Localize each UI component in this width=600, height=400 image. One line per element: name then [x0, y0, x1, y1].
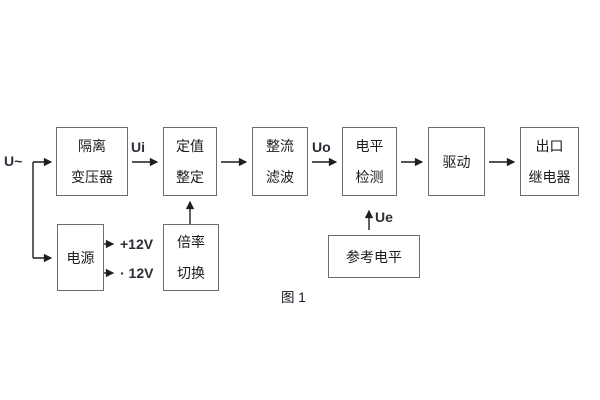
signal-label-ui: Ui — [131, 139, 145, 155]
block-label: 出口 — [535, 138, 564, 154]
block-label: 检测 — [355, 169, 384, 185]
signal-label-ue: Ue — [375, 209, 393, 225]
figure-caption: 图 1 — [281, 290, 306, 305]
block-label: 变压器 — [71, 169, 113, 185]
block-power-supply: 电源 — [57, 224, 104, 291]
block-reference-level: 参考电平 — [328, 235, 420, 278]
block-label: 整流 — [266, 138, 294, 154]
block-label: 整定 — [176, 169, 204, 185]
block-level-detect: 电平 检测 — [342, 127, 397, 196]
block-isolation-transformer: 隔离 变压器 — [56, 127, 128, 196]
block-driver: 驱动 — [428, 127, 485, 196]
block-label: 切换 — [177, 265, 205, 281]
block-ratio-switch: 倍率 切换 — [163, 224, 219, 291]
block-label: 驱动 — [442, 153, 471, 170]
block-label: 电源 — [66, 249, 95, 266]
signal-label-minus-12v: · 12V — [120, 265, 154, 281]
block-label: 电平 — [355, 138, 384, 154]
block-label: 继电器 — [528, 169, 571, 185]
block-value-setting: 定值 整定 — [163, 127, 217, 196]
block-label: 定值 — [176, 138, 204, 154]
signal-label-uo: Uo — [312, 139, 331, 155]
block-label: 参考电平 — [346, 248, 402, 265]
signal-label-input-voltage: U~ — [4, 153, 23, 169]
signal-label-plus-12v: +12V — [120, 236, 154, 252]
block-label: 滤波 — [266, 169, 294, 185]
block-output-relay: 出口 继电器 — [520, 127, 579, 196]
block-label: 隔离 — [78, 138, 106, 154]
block-rectifier-filter: 整流 滤波 — [252, 127, 308, 196]
block-label: 倍率 — [177, 234, 205, 250]
